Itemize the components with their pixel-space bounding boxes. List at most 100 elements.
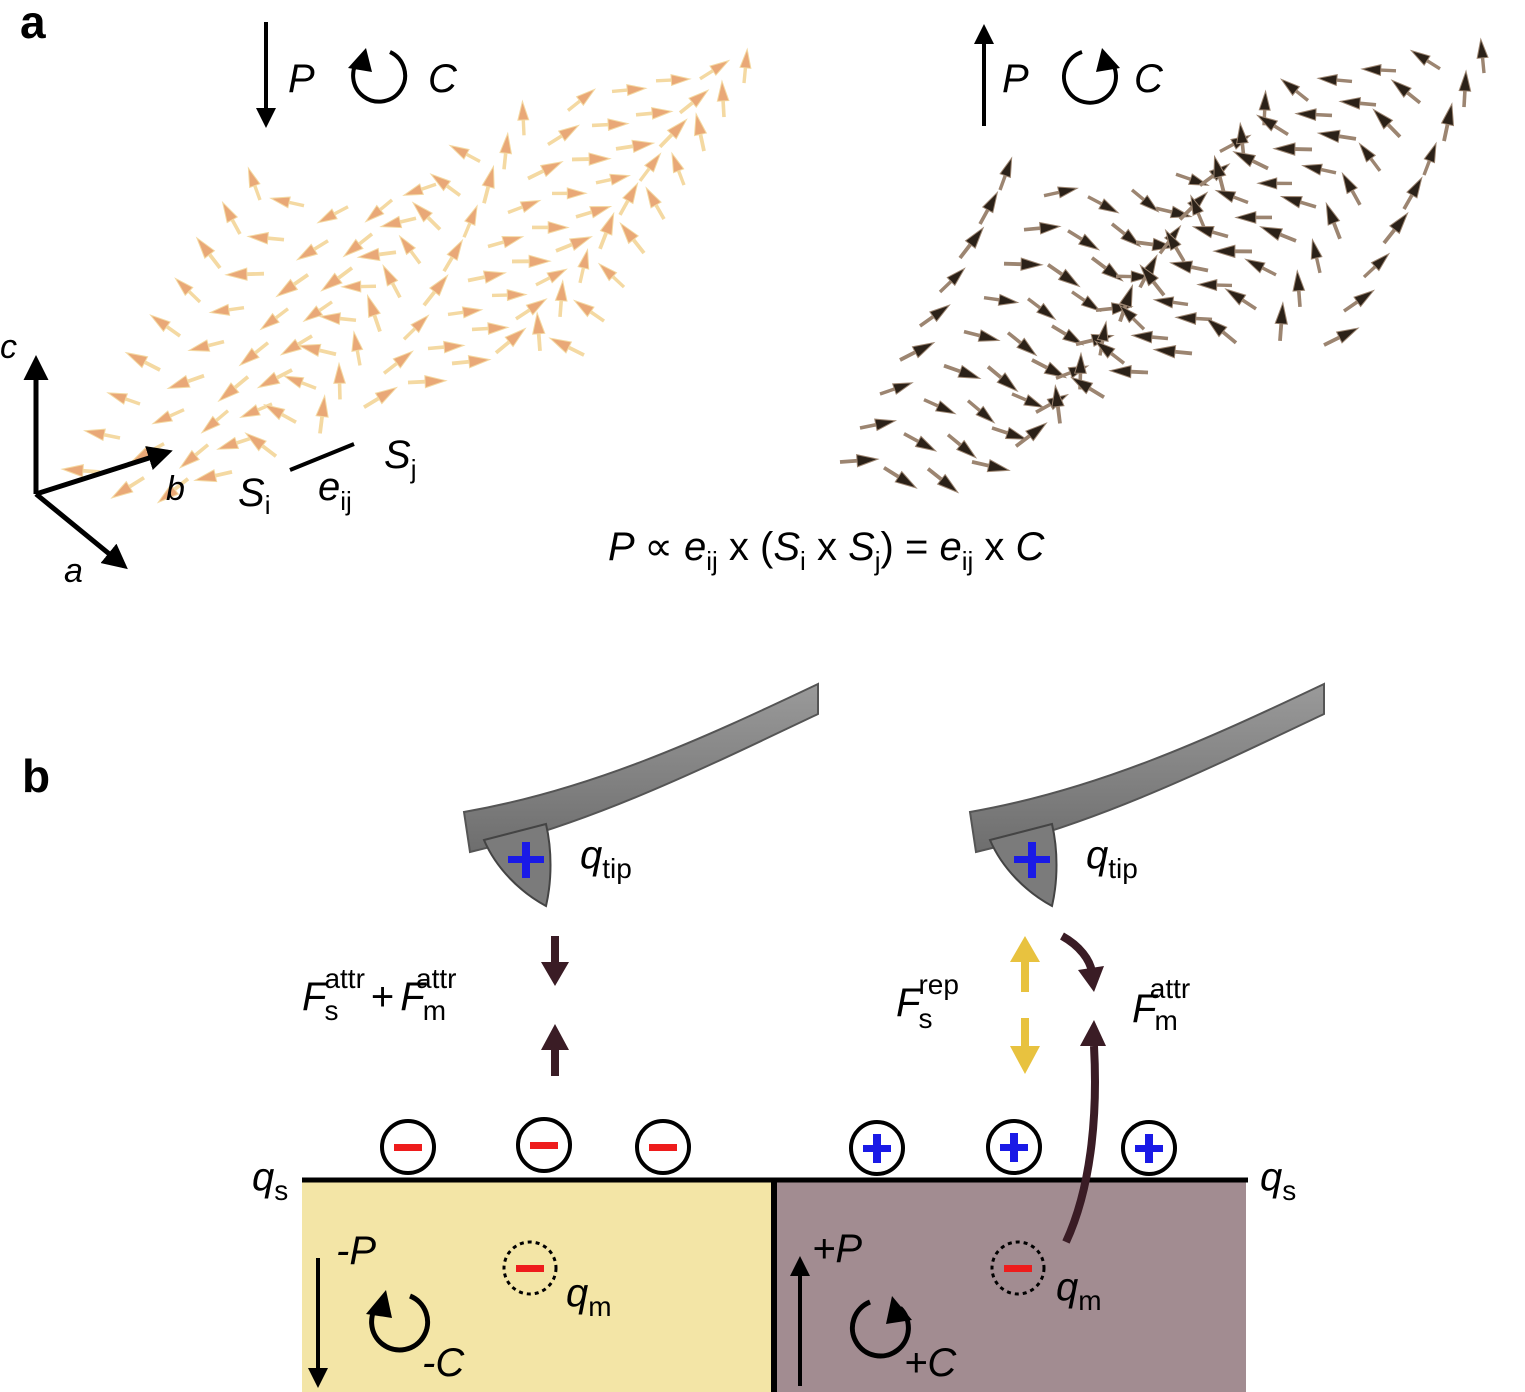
texture-left-spin-head [519, 199, 542, 213]
texture-right-spin-shaft [1251, 159, 1269, 171]
texture-left-spin-head [247, 166, 261, 189]
right-bulk-chir-label: +C [904, 1341, 957, 1385]
texture-left-spin-shaft [631, 238, 646, 255]
texture-left-spin-shaft [658, 133, 674, 149]
texture-left-spin-shaft [301, 381, 317, 390]
texture-left-spin-head [110, 480, 134, 499]
texture-left-spin-shaft [297, 334, 313, 346]
texture-right-spin-head [1036, 302, 1057, 321]
texture-right-spin-shaft [958, 243, 972, 260]
texture-left-spin-shaft [280, 412, 297, 424]
texture-right-spin-head [1294, 108, 1317, 122]
texture-right-spin-shaft [1088, 386, 1105, 399]
texture-right-spin-head [1388, 211, 1409, 235]
texture-left-spin-head [340, 280, 362, 293]
texture-left-spin-shaft [618, 199, 630, 216]
texture-right-spin-shaft [1046, 263, 1064, 277]
texture-left-spin-head [597, 262, 618, 282]
surface-charge-left-1 [380, 1119, 436, 1175]
texture-left-spin-head [217, 382, 240, 403]
right-bulk-pol-label: +P [812, 1227, 862, 1271]
texture-right-spin-head [1118, 304, 1138, 324]
surface-charge-left-3 [635, 1119, 691, 1175]
texture-left-spin-shaft [407, 379, 426, 385]
qm-left-label: qm [566, 1271, 612, 1322]
texture-left-spin-shaft [591, 122, 609, 128]
texture-right-spin-head [964, 226, 985, 249]
panel-a-label: a [20, 0, 46, 48]
texture-left-spin-shaft [531, 225, 549, 230]
texture-right-spin-head [946, 267, 966, 287]
texture-left-spin-head [187, 339, 211, 352]
texture-right-spin-head [1316, 129, 1341, 144]
texture-right-spin-shaft [1110, 222, 1126, 236]
texture-left-spin-head [589, 206, 613, 219]
cw-rotation-icon [1062, 50, 1118, 105]
texture-right-spin-shaft [1217, 176, 1226, 194]
texture-left-spin-shaft [678, 101, 694, 115]
texture-left-spin-shaft [318, 416, 324, 434]
texture-left-spin-head [532, 311, 546, 335]
texture-right-spin-shaft [1023, 226, 1041, 232]
texture-right-spin-shaft [1075, 338, 1094, 347]
texture-left-spin-head [398, 234, 417, 256]
left-domain [302, 1181, 774, 1392]
texture-right-spin-shaft [1294, 147, 1313, 152]
texture-left-spin-shaft [215, 409, 230, 422]
texture-right-spin-head [1077, 233, 1101, 251]
texture-left-spin-head [464, 204, 478, 226]
texture-left-spin-shaft [173, 477, 190, 491]
sj-label: Sj [384, 433, 416, 484]
texture-left-spin-shaft [445, 184, 462, 197]
surface-charge-left-2 [516, 1117, 572, 1173]
texture-left-spin-shaft [491, 293, 508, 298]
texture-left-spin-shaft [292, 273, 310, 287]
texture-left-spin-shaft [275, 368, 293, 380]
curved-arrow-lower [1062, 1045, 1099, 1244]
texture-left-spin-shaft [355, 350, 362, 366]
texture-left-spin-head [739, 47, 752, 69]
plus-icon [1145, 1134, 1153, 1163]
texture-right-spin-shaft [1090, 256, 1107, 270]
texture-left-spin-head [402, 183, 424, 196]
texture-left-spin-head [693, 112, 708, 137]
texture-right-spin-shaft [1151, 335, 1169, 341]
texture-right-spin-shaft [1369, 157, 1382, 172]
texture-right-spin-head [1409, 49, 1431, 67]
texture-left-spin-head [262, 403, 286, 421]
dm-equation: P ∝ eij x (Si x Sj) = eij x C [608, 525, 1045, 576]
texture-right-spin-head [1274, 301, 1288, 325]
texture-left-spin-head [315, 393, 329, 418]
texture-right-spin-shaft [998, 175, 1007, 191]
texture-left-spin-shaft [598, 232, 608, 250]
texture-right-spin-head [1025, 422, 1048, 442]
texture-right-spin-shaft [1174, 349, 1193, 356]
axis-b [35, 446, 173, 497]
texture-right-spin-shaft [1071, 290, 1086, 302]
texture-right-spin-head [1272, 142, 1296, 156]
texture-left-spin-head [366, 293, 381, 318]
texture-right-spin-head [874, 418, 898, 432]
texture-left-spin-head [302, 305, 324, 323]
axis-a-label: a [64, 552, 83, 590]
texture-right-spin-shaft [1151, 280, 1166, 297]
texture-left-spin-head [193, 468, 218, 483]
crystal-axes: c b a [0, 328, 185, 590]
texture-left-spin-head [651, 106, 674, 120]
texture-left-spin-shaft [143, 360, 161, 372]
texture-left-spin-shaft [502, 152, 508, 170]
texture-right-spin-head [1139, 194, 1160, 213]
texture-left-spin-head [221, 200, 239, 224]
texture-right-spin-shaft [1362, 265, 1377, 279]
texture-left-spin-head [297, 343, 322, 358]
bulk-charge-right [990, 1240, 1046, 1296]
eij-label: eij [318, 465, 352, 516]
texture-right-spin-shaft [1056, 406, 1062, 424]
texture-left-spin-head [499, 131, 513, 155]
texture-left-spin-head [429, 173, 452, 192]
texture-left-spin-head [259, 312, 280, 331]
texture-right-spin-head [1205, 317, 1228, 338]
texture-left-spin-head [619, 221, 640, 245]
texture-left-spin-head [504, 327, 527, 348]
